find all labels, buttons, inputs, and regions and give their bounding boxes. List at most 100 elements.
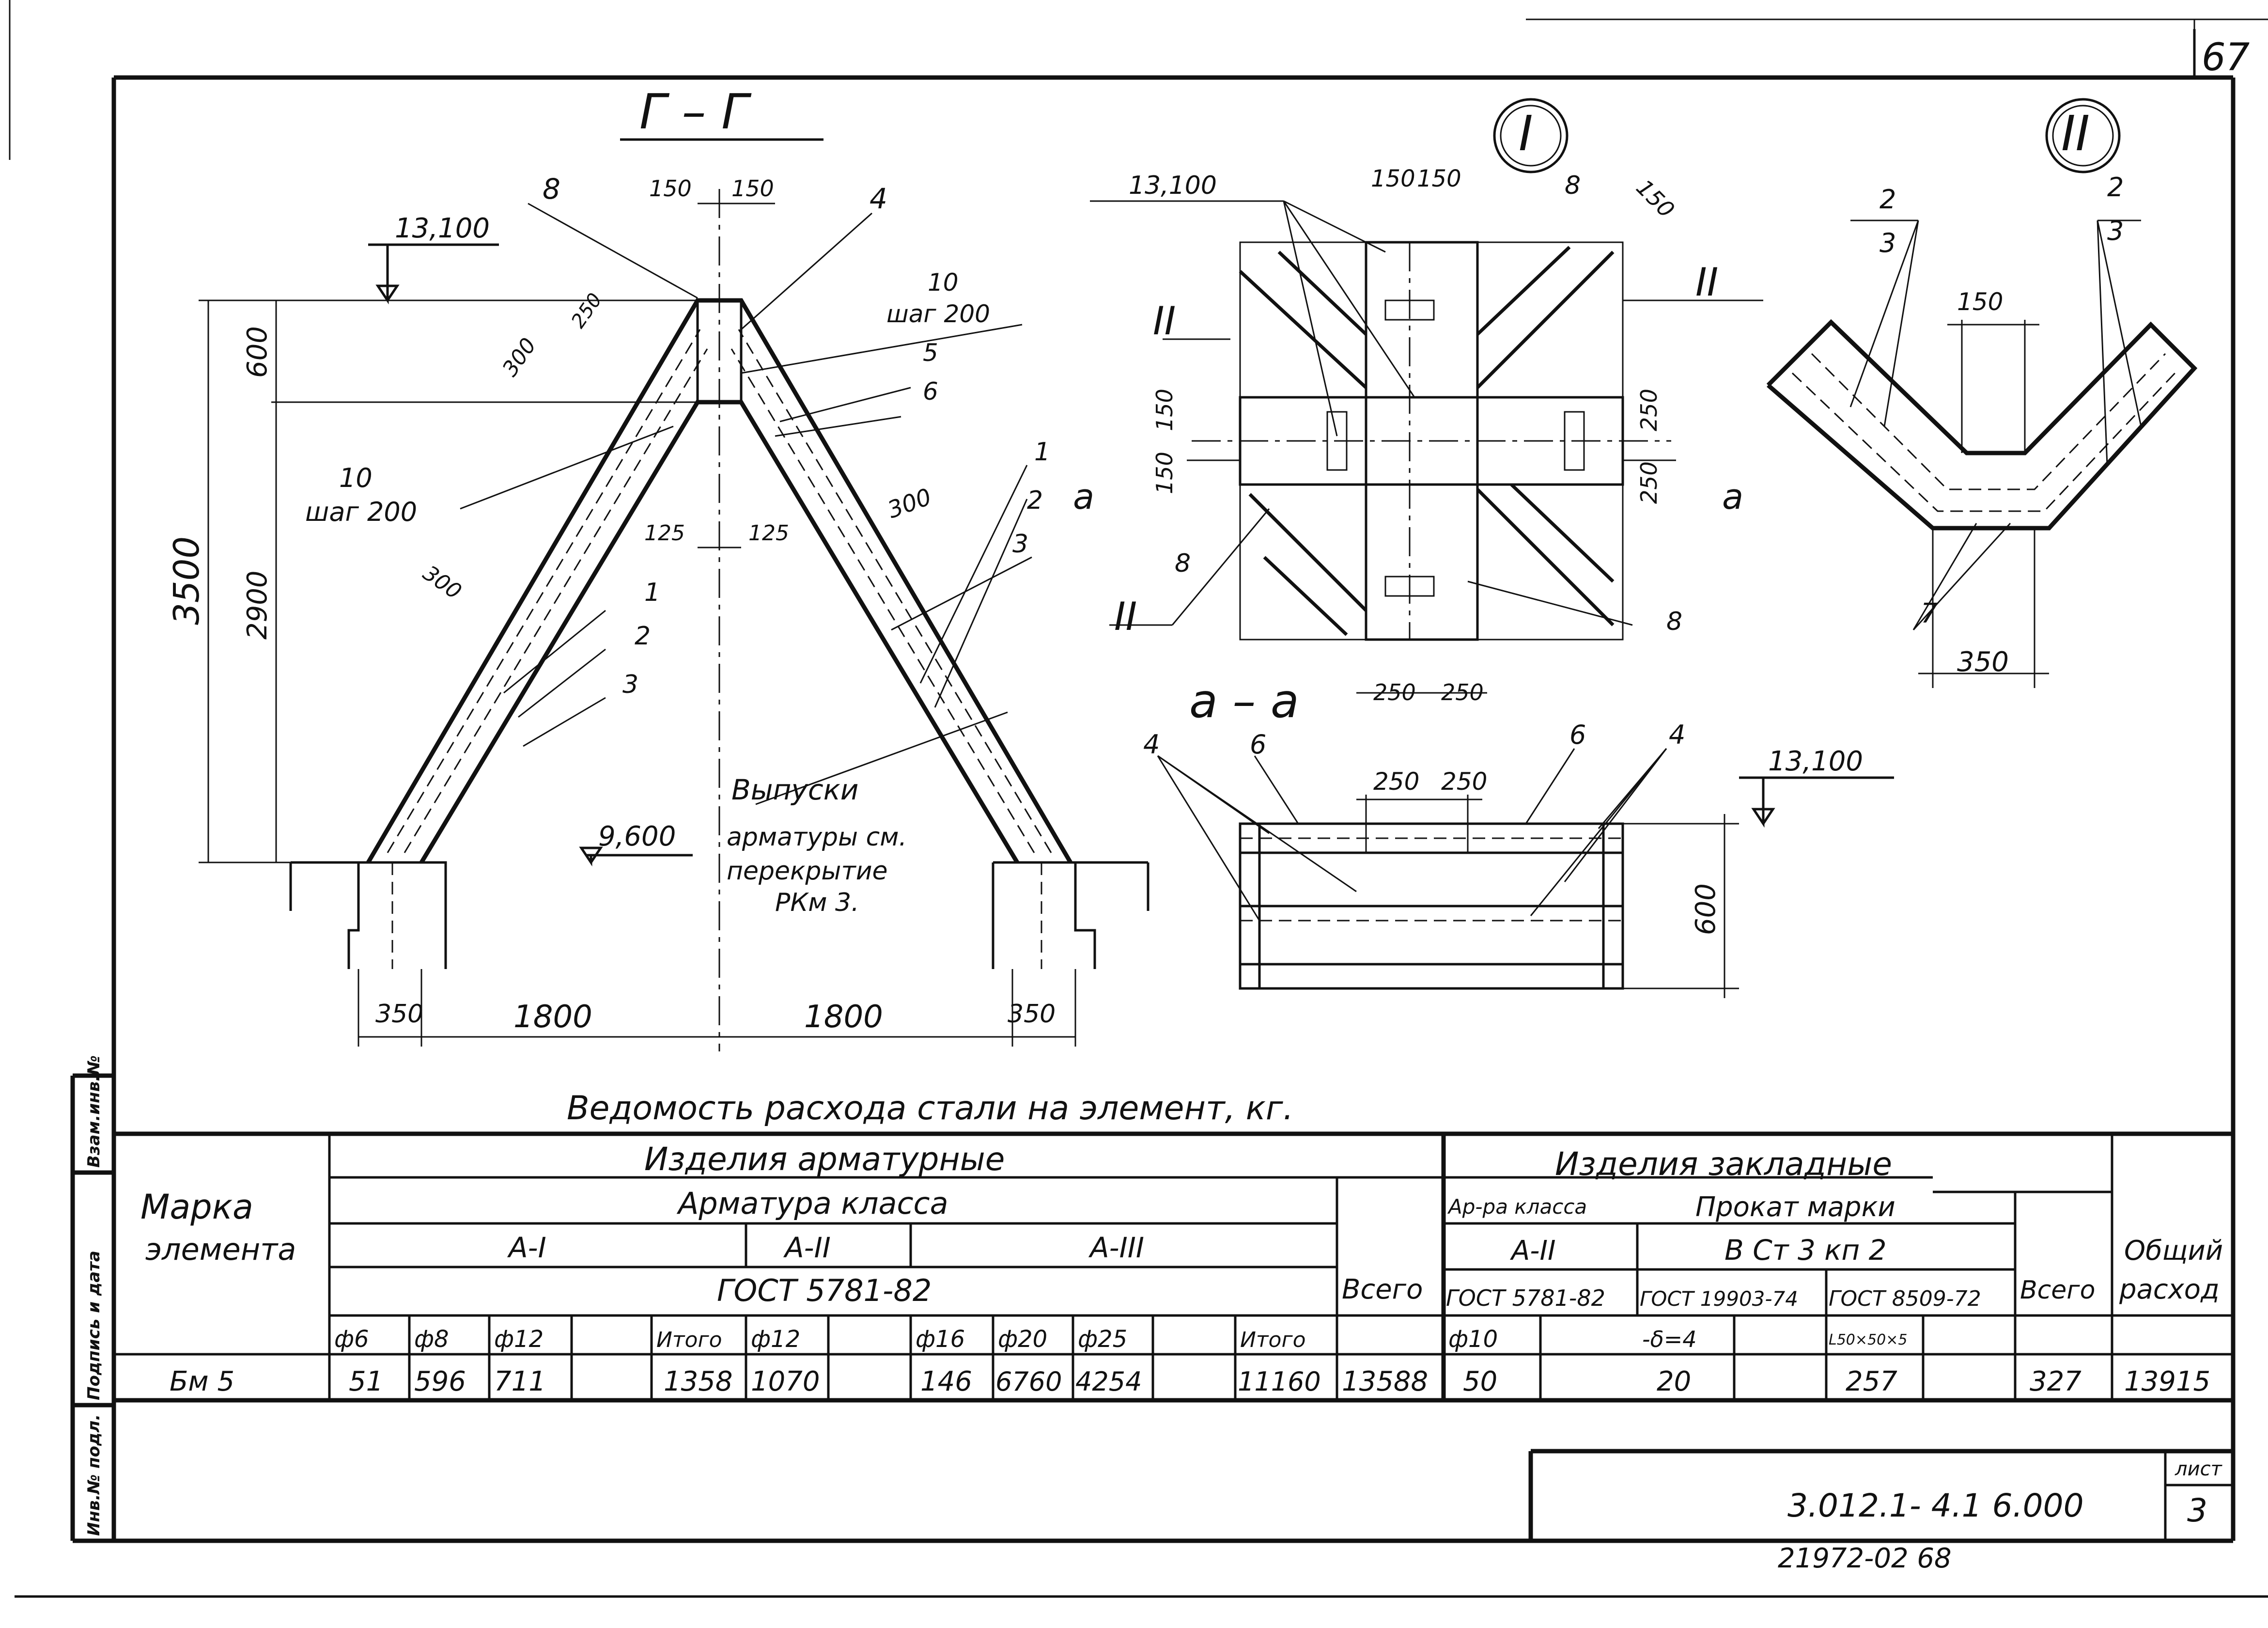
detail-I-cut-a-left: а — [1073, 476, 1094, 517]
table-emb-profile: Прокат марки — [1695, 1191, 1895, 1223]
gg-dim-150-right: 150 — [731, 175, 774, 202]
detail-II-callout-3-left: 3 — [1880, 228, 1896, 258]
aa-callout-4-left: 4 — [1143, 729, 1160, 760]
sub-itogo-b: Итого — [1240, 1328, 1306, 1352]
title-sheet-label: лист — [2175, 1458, 2223, 1480]
gg-dim-2900: 2900 — [242, 570, 273, 640]
row-emb-total: 327 — [2030, 1366, 2082, 1397]
aa-dim-250-b: 250 — [1441, 767, 1487, 796]
sub-ф16: ф16 — [916, 1326, 965, 1353]
detail-I-cut-a-right: а — [1722, 476, 1743, 517]
stamp-replacement-inv: Взам.инв.№ — [84, 1055, 104, 1168]
gg-note-line3: перекрытие — [727, 857, 888, 886]
gg-dim-1800-left: 1800 — [513, 999, 592, 1035]
side-stamp-column — [70, 1073, 114, 1541]
detail-I-roman-II-bottom: II — [1114, 594, 1137, 639]
gg-dim-300-b: 300 — [419, 561, 466, 604]
table-overall-header-1: Общий — [2124, 1235, 2223, 1267]
table-emb-AII: А-II — [1510, 1235, 1556, 1267]
detail-I-view — [1090, 98, 1763, 694]
aa-dim-600: 600 — [1690, 883, 1722, 935]
detail-II-callout-7: 7 — [1921, 598, 1938, 629]
gg-callout-1-left: 1 — [644, 578, 660, 607]
table-emb-gost1: ГОСТ 5781-82 — [1446, 1285, 1605, 1311]
title-archive: 21972-02 68 — [1778, 1543, 1952, 1574]
row-ф6: 51 — [349, 1366, 383, 1397]
sub-ф25: ф25 — [1078, 1326, 1127, 1353]
gg-dim-350-left: 350 — [375, 1000, 423, 1029]
gg-callout-8: 8 — [543, 172, 560, 205]
gg-dim-125-b: 125 — [748, 521, 789, 546]
detail-II-dim-350: 350 — [1957, 646, 2009, 678]
sub-itogo-a: Итого — [656, 1328, 722, 1352]
gg-dim-150-left: 150 — [649, 175, 692, 202]
title-doc-code: 3.012.1- 4.1 6.000 — [1787, 1487, 2084, 1524]
table-title: Ведомость расхода стали на элемент, кг. — [567, 1089, 1293, 1127]
gg-level-top: 13,100 — [395, 213, 490, 244]
row-ф20: 6760 — [995, 1366, 1062, 1397]
detail-II-marker: II — [2061, 105, 2090, 162]
gg-callout-10-right: 10 — [928, 268, 959, 297]
gg-dim-300-c: 300 — [884, 483, 935, 524]
detail-II-callout-2-left: 2 — [1880, 184, 1896, 215]
table-mark-header-2: элемента — [145, 1232, 296, 1267]
gg-dim-600: 600 — [242, 326, 273, 378]
gg-dim-300-a: 300 — [497, 333, 541, 381]
row-emb-ф10: 50 — [1463, 1366, 1497, 1397]
table-emb-rebar-class: Ар-ра класса — [1447, 1195, 1587, 1219]
gg-callout-5: 5 — [923, 339, 938, 367]
table-group-rebar: Изделия арматурные — [644, 1141, 1005, 1178]
gg-dim-250: 250 — [567, 289, 606, 332]
gg-level-bottom: 9,600 — [598, 821, 676, 852]
row-overall: 13915 — [2124, 1366, 2210, 1397]
detail-I-dim-150-a: 150 — [1371, 165, 1415, 192]
row-itogo-a: 1358 — [664, 1366, 733, 1397]
detail-I-callout-8-left: 8 — [1175, 549, 1191, 578]
gg-note-line1: Выпуски — [731, 773, 858, 806]
gg-callout-6: 6 — [923, 377, 938, 406]
sub-ф20: ф20 — [998, 1326, 1047, 1353]
detail-II-callout-2-right: 2 — [2107, 172, 2124, 203]
table-emb-steel: В Ст 3 кп 2 — [1724, 1234, 1887, 1267]
gg-step-left: шаг 200 — [305, 497, 417, 527]
row-ф12-b: 1070 — [751, 1366, 820, 1397]
title-sheet-number: 3 — [2187, 1492, 2207, 1529]
detail-I-callout-8-right: 8 — [1666, 607, 1682, 636]
table-emb-gost2: ГОСТ 19903-74 — [1640, 1287, 1798, 1311]
table-group-embedded: Изделия закладные — [1555, 1145, 1892, 1183]
stamp-original-inv: Инв.№ подл. — [84, 1414, 104, 1536]
aa-level: 13,100 — [1768, 746, 1863, 777]
table-emb-gost3: ГОСТ 8509-72 — [1829, 1286, 1981, 1311]
sub-ф12-a: ф12 — [494, 1326, 544, 1353]
detail-I-dim-250-right-a: 250 — [1636, 389, 1662, 431]
sub-ф10: ф10 — [1448, 1326, 1498, 1353]
detail-I-dim-250-bottom-a: 250 — [1373, 679, 1416, 705]
table-gost-rebar: ГОСТ 5781-82 — [717, 1273, 932, 1308]
detail-I-dim-150-diag: 150 — [1631, 174, 1679, 223]
stamp-signature-date: Подпись и дата — [84, 1251, 104, 1400]
detail-I-dim-150-b: 150 — [1417, 165, 1461, 192]
gg-dim-125-a: 125 — [644, 521, 685, 546]
detail-II-callout-3-right: 3 — [2107, 216, 2124, 246]
gg-note-line4: РКм 3. — [775, 888, 859, 917]
gg-callout-3-right: 3 — [1012, 530, 1028, 559]
detail-I-dim-250-bottom-b: 250 — [1441, 679, 1484, 705]
table-class-AIII: А-III — [1088, 1231, 1144, 1264]
aa-callout-6-right: 6 — [1569, 720, 1586, 750]
gg-dim-350-right: 350 — [1008, 1000, 1056, 1029]
gg-callout-4: 4 — [870, 182, 887, 215]
table-overall-header-2: расход — [2119, 1274, 2220, 1305]
detail-I-dim-250-right-b: 250 — [1636, 461, 1662, 504]
row-ф8: 596 — [414, 1366, 466, 1397]
table-rebar-class: Арматура класса — [676, 1186, 948, 1221]
detail-I-marker: I — [1519, 105, 1533, 162]
sheet-frame — [9, 0, 2268, 1598]
table-class-AI: А-I — [507, 1231, 546, 1264]
detail-I-hatching — [1239, 246, 1615, 636]
section-gg-view — [199, 138, 1150, 1051]
steel-table-grid — [114, 1131, 2233, 1403]
gg-callout-1-right: 1 — [1034, 438, 1050, 467]
row-ф16: 146 — [920, 1366, 972, 1397]
